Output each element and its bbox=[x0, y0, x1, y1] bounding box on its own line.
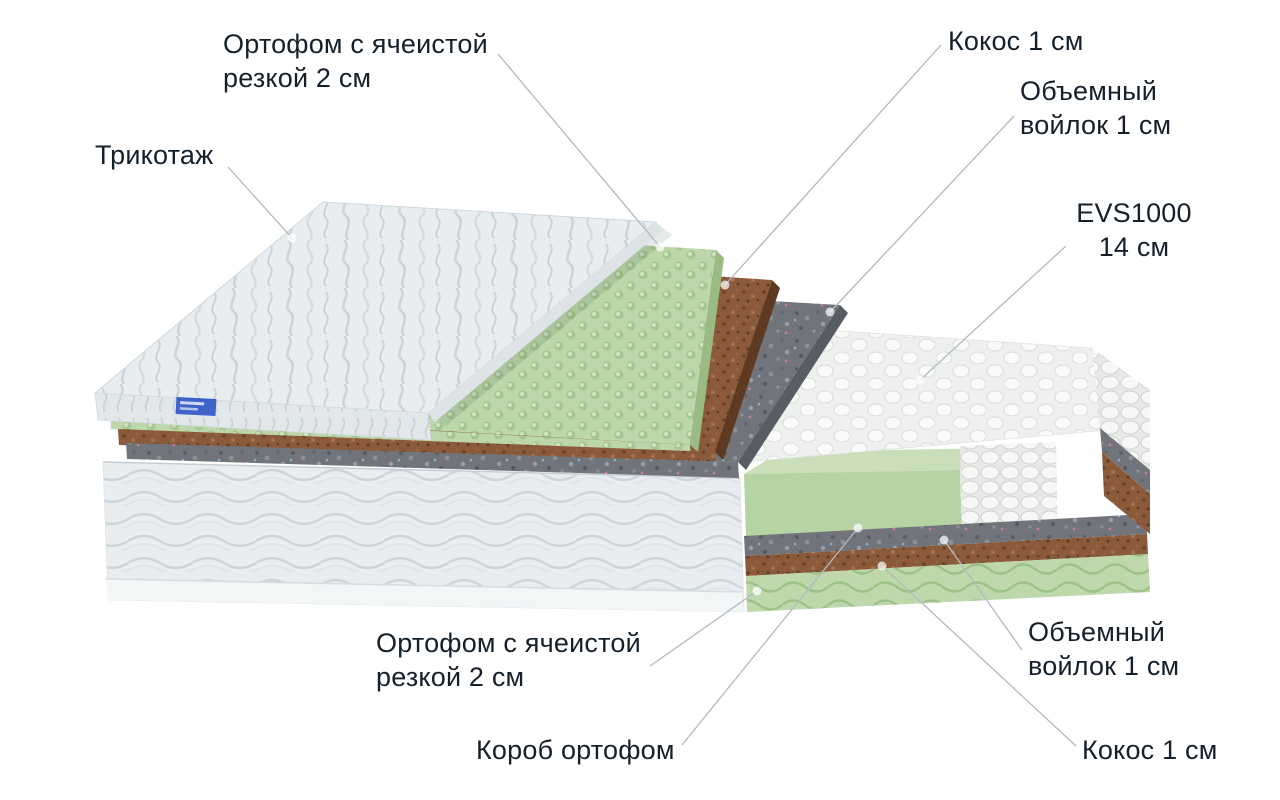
leader-line-orthofoam-top bbox=[497, 53, 661, 248]
right-felt-band bbox=[1100, 428, 1150, 494]
mattress-base bbox=[102, 442, 1150, 613]
label-coconut-bottom: Кокос 1 см bbox=[1082, 733, 1217, 767]
leader-lines bbox=[227, 44, 1077, 747]
leader-line-felt-top bbox=[829, 115, 1015, 313]
leader-end-dots bbox=[287, 233, 949, 596]
leader-line-coconut-bottom bbox=[881, 565, 1077, 747]
bottom-coconut-layer bbox=[745, 534, 1148, 576]
label-line: Кокос 1 см bbox=[1082, 735, 1218, 765]
layer-fan bbox=[93, 201, 1150, 534]
label-line: войлок 1 см bbox=[1020, 110, 1172, 140]
felt-front-strip bbox=[126, 443, 739, 478]
right-coconut-band bbox=[1102, 452, 1150, 534]
base-top-edge bbox=[102, 461, 741, 479]
label-line: Короб ортофом bbox=[476, 735, 675, 765]
label-coconut-top: Кокос 1 см bbox=[948, 24, 1083, 58]
brand-tag bbox=[175, 396, 217, 417]
label-box-foam: Короб ортофом bbox=[476, 733, 675, 767]
leader-line-coconut-top bbox=[724, 44, 942, 286]
springs-side-coils bbox=[1092, 348, 1150, 470]
knit-cover-right-edge bbox=[428, 222, 663, 422]
leader-line-tricot bbox=[227, 166, 293, 239]
label-line: Кокос 1 см bbox=[948, 26, 1084, 56]
label-orthofoam-top: Ортофом с ячеистой резкой 2 см bbox=[223, 27, 488, 95]
label-line: EVS1000 bbox=[1076, 198, 1192, 228]
label-line: резкой 2 см bbox=[376, 662, 525, 692]
bottom-felt-layer bbox=[744, 514, 1147, 556]
leader-line-evs bbox=[919, 245, 1067, 381]
coconut-cut-edge bbox=[715, 280, 780, 460]
label-line: Объемный bbox=[1020, 76, 1158, 106]
base-seam-line bbox=[105, 578, 743, 593]
felt-cut-edge bbox=[738, 305, 848, 470]
label-line: Трикотаж bbox=[95, 140, 214, 170]
label-orthofoam-bottom: Ортофом с ячеистой резкой 2 см bbox=[376, 626, 641, 694]
label-line: Объемный bbox=[1028, 617, 1166, 647]
orthofoam-cut-edge bbox=[690, 250, 724, 452]
label-evs: EVS1000 14 см bbox=[1076, 196, 1192, 264]
label-line: 14 см bbox=[1098, 232, 1170, 262]
inner-spring-columns bbox=[960, 442, 1058, 538]
bottom-orthofoam-layer bbox=[746, 554, 1150, 612]
leader-line-box-foam bbox=[681, 527, 859, 746]
base-bottom-band bbox=[106, 579, 744, 612]
label-line: войлок 1 см bbox=[1028, 651, 1180, 681]
label-felt-top: Объемный войлок 1 см bbox=[1020, 74, 1171, 142]
leader-line-orthofoam-bottom bbox=[649, 590, 758, 667]
label-line: резкой 2 см bbox=[223, 63, 372, 93]
label-felt-bottom: Объемный войлок 1 см bbox=[1028, 615, 1179, 683]
box-foam-front-face bbox=[744, 470, 962, 538]
leader-line-felt-bottom bbox=[943, 539, 1023, 651]
label-tricot: Трикотаж bbox=[95, 138, 213, 172]
label-line: Ортофом с ячеистой bbox=[376, 628, 641, 658]
label-line: Ортофом с ячеистой bbox=[223, 29, 488, 59]
